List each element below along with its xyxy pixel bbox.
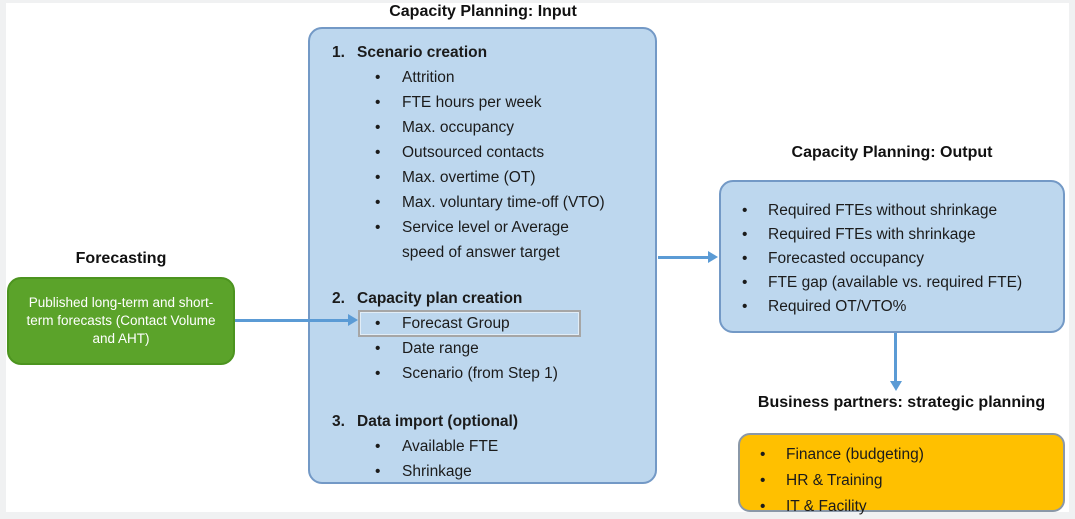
arrow-output-to-business (894, 333, 897, 382)
section-heading: 3. Data import (optional) (310, 409, 655, 434)
capacity-output-box: • Required FTEs without shrinkage • Requ… (719, 180, 1065, 333)
bullet-icon: • (760, 498, 766, 515)
list-item: • Max. overtime (OT) (310, 165, 655, 190)
bullet-icon: • (375, 119, 381, 136)
list-item: • Required FTEs without shrinkage (721, 199, 1063, 223)
bullet-icon: • (742, 202, 748, 219)
arrow-down-icon (890, 381, 902, 391)
list-item: • Forecasted occupancy (721, 247, 1063, 271)
section-number: 1. (332, 44, 345, 61)
section-heading: 2. Capacity plan creation (310, 286, 655, 311)
list-item: • Finance (budgeting) (740, 442, 1063, 468)
list-item: • FTE hours per week (310, 90, 655, 115)
list-item: • Outsourced contacts (310, 140, 655, 165)
section-number: 3. (332, 413, 345, 430)
list-item: • Max. voluntary time-off (VTO) (310, 190, 655, 215)
arrow-forecast-to-input (235, 319, 348, 322)
bullet-icon: • (375, 438, 381, 455)
arrow-right-icon (708, 251, 718, 263)
list-item: • Available FTE (310, 434, 655, 459)
capacity-input-box: 1. Scenario creation • Attrition • FTE h… (308, 27, 657, 484)
input-box-title: Capacity Planning: Input (389, 3, 577, 20)
section-heading-label: Data import (optional) (357, 413, 519, 430)
list-item: • HR & Training (740, 468, 1063, 494)
bullet-icon: • (742, 298, 748, 315)
forecasting-box-text: Published long-term and short- term fore… (26, 295, 216, 346)
list-item: • Required FTEs with shrinkage (721, 223, 1063, 247)
bullet-icon: • (742, 226, 748, 243)
bullet-icon: • (375, 194, 381, 211)
list-item: • Shrinkage (310, 459, 655, 484)
business-partners-title: Business partners: strategic planning (757, 394, 1046, 411)
list-item: • Attrition (310, 65, 655, 90)
bullet-icon: • (375, 315, 381, 332)
bullet-icon: • (760, 446, 766, 463)
forecasting-box: Published long-term and short- term fore… (7, 277, 235, 365)
forecasting-title: Forecasting (75, 250, 167, 267)
bullet-icon: • (760, 472, 766, 489)
section-heading-label: Capacity plan creation (357, 290, 523, 307)
bullet-icon: • (375, 144, 381, 161)
arrow-right-icon (348, 314, 358, 326)
list-item: • Max. occupancy (310, 115, 655, 140)
bullet-icon: • (375, 219, 381, 236)
list-item: • IT & Facility (740, 494, 1063, 519)
bullet-icon: • (375, 94, 381, 111)
section-heading-label: Scenario creation (357, 44, 488, 61)
list-item: • Date range (310, 336, 655, 361)
bullet-icon: • (375, 365, 381, 382)
business-partners-box: • Finance (budgeting) • HR & Training • … (738, 433, 1065, 515)
list-item-forecast-group: • Forecast Group (310, 311, 655, 336)
list-item: • Scenario (from Step 1) (310, 361, 655, 386)
section-heading: 1. Scenario creation (310, 40, 655, 65)
list-item: • Required OT/VTO% (721, 295, 1063, 319)
bullet-icon: • (375, 463, 381, 480)
output-box-title: Capacity Planning: Output (791, 144, 993, 161)
bullet-icon: • (742, 274, 748, 291)
bullet-icon: • (742, 250, 748, 267)
list-item: • Service level or Average speed of answ… (310, 215, 655, 265)
bullet-icon: • (375, 169, 381, 186)
arrow-input-to-output (658, 256, 709, 259)
bullet-icon: • (375, 340, 381, 357)
bullet-icon: • (375, 69, 381, 86)
list-item: • FTE gap (available vs. required FTE) (721, 271, 1063, 295)
section-number: 2. (332, 290, 345, 307)
